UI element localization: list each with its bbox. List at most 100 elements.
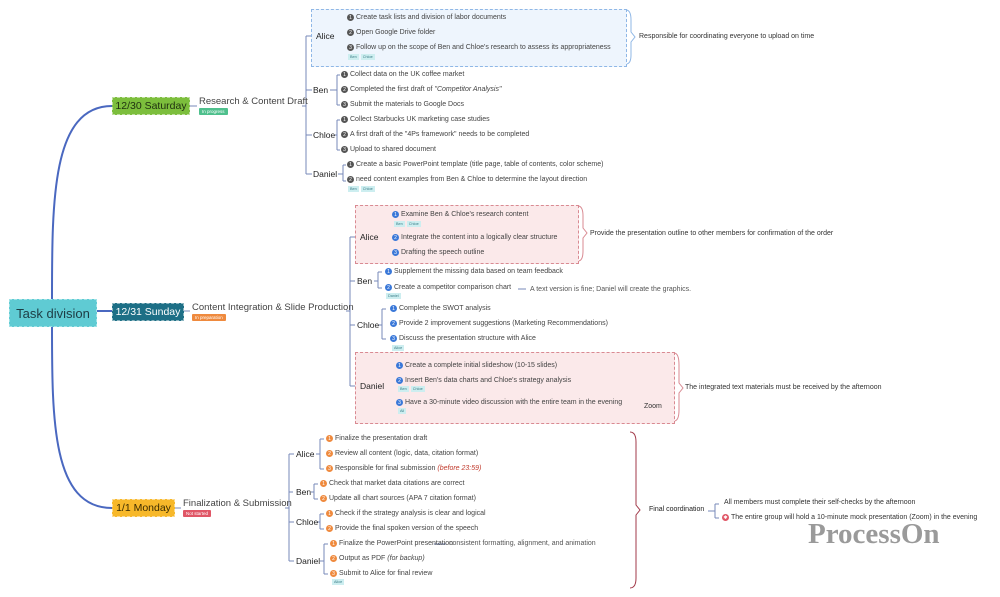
coordination-item[interactable]: ✱The entire group will hold a 10-minute … xyxy=(722,514,977,521)
task-note[interactable]: A text version is fine; Daniel will crea… xyxy=(530,286,692,293)
member-daniel[interactable]: Daniel xyxy=(296,556,321,566)
connector-root-day1 xyxy=(51,105,113,300)
phase-research[interactable]: Research & Content Draft xyxy=(199,96,308,107)
task-emphasis: (for backup) xyxy=(387,555,425,562)
task-text: Provide 2 improvement suggestions (Marke… xyxy=(399,320,608,327)
task-text: Review all content (logic, data, citatio… xyxy=(335,450,479,457)
day-label: 1/1 Monday xyxy=(116,502,171,514)
number-2-icon: 2 xyxy=(341,131,348,138)
watermark-logo: ProcessOn xyxy=(808,518,940,550)
task-text: Output as PDF xyxy=(339,555,386,562)
final-coordination-label[interactable]: Final coordination xyxy=(649,506,705,513)
number-2-icon: 2 xyxy=(392,234,399,241)
member-chloe[interactable]: Chloe xyxy=(296,517,319,527)
number-2-icon: 2 xyxy=(385,284,392,291)
number-2-icon: 2 xyxy=(330,555,337,562)
number-2-icon: 2 xyxy=(390,320,397,327)
member-alice[interactable]: Alice xyxy=(316,31,335,41)
task-note-zoom[interactable]: Zoom xyxy=(644,403,662,410)
task-text: Complete the SWOT analysis xyxy=(399,305,491,312)
coordination-text: The entire group will hold a 10-minute m… xyxy=(731,514,978,521)
member-chloe[interactable]: Chloe xyxy=(357,320,380,330)
summary-note[interactable]: Provide the presentation outline to othe… xyxy=(590,230,834,237)
number-2-icon: 2 xyxy=(326,525,333,532)
task-text: Submit to Alice for final review xyxy=(339,570,433,577)
day-node-saturday[interactable]: 12/30 Saturday xyxy=(112,97,190,115)
summary-note[interactable]: The integrated text materials must be re… xyxy=(685,384,882,391)
number-1-icon: 1 xyxy=(347,161,354,168)
number-1-icon: 1 xyxy=(341,71,348,78)
number-1-icon: 1 xyxy=(326,435,333,442)
number-1-icon: 1 xyxy=(320,480,327,487)
task-text: Create task lists and division of labor … xyxy=(356,14,507,21)
task-text: Submit the materials to Google Docs xyxy=(350,101,464,108)
number-3-icon: 3 xyxy=(396,399,403,406)
day-node-monday[interactable]: 1/1 Monday xyxy=(112,499,175,517)
task-text: Finalize the presentation draft xyxy=(335,435,428,442)
task-text: Collect Starbucks UK marketing case stud… xyxy=(350,116,490,123)
member-ben[interactable]: Ben xyxy=(296,487,312,497)
number-3-icon: 3 xyxy=(392,249,399,256)
tag-ben: Ben xyxy=(394,221,405,227)
root-node[interactable]: Task division xyxy=(9,299,97,327)
number-2-icon: 2 xyxy=(326,450,333,457)
number-1-icon: 1 xyxy=(392,211,399,218)
coordination-item[interactable]: All members must complete their self-che… xyxy=(724,499,915,506)
phase-finalization[interactable]: Finalization & Submission xyxy=(183,498,292,509)
day-node-sunday[interactable]: 12/31 Sunday xyxy=(112,303,184,321)
task-text: Create a basic PowerPoint template (titl… xyxy=(356,161,604,168)
member-ben[interactable]: Ben xyxy=(313,85,329,95)
number-3-icon: 3 xyxy=(390,335,397,342)
number-1-icon: 1 xyxy=(385,268,392,275)
member-ben[interactable]: Ben xyxy=(357,276,373,286)
member-alice[interactable]: Alice xyxy=(360,232,379,242)
day-label: 12/31 Sunday xyxy=(115,306,181,318)
number-1-icon: 1 xyxy=(347,14,354,21)
summary-note[interactable]: Responsible for coordinating everyone to… xyxy=(639,33,815,40)
member-daniel[interactable]: Daniel xyxy=(313,169,338,179)
member-daniel[interactable]: Daniel xyxy=(360,381,385,391)
tag-daniel: Daniel xyxy=(386,293,401,299)
task-note[interactable]: consistent formatting, alignment, and an… xyxy=(449,540,596,547)
coordination-text: All members must complete their self-che… xyxy=(724,499,916,506)
phase-integration[interactable]: Content Integration & Slide Production xyxy=(192,302,354,313)
tag-ben: Ben xyxy=(348,186,359,192)
task-text: Integrate the content into a logically c… xyxy=(401,234,558,241)
member-chloe[interactable]: Chloe xyxy=(313,130,336,140)
member-alice[interactable]: Alice xyxy=(296,449,315,459)
number-2-icon: 2 xyxy=(347,176,354,183)
